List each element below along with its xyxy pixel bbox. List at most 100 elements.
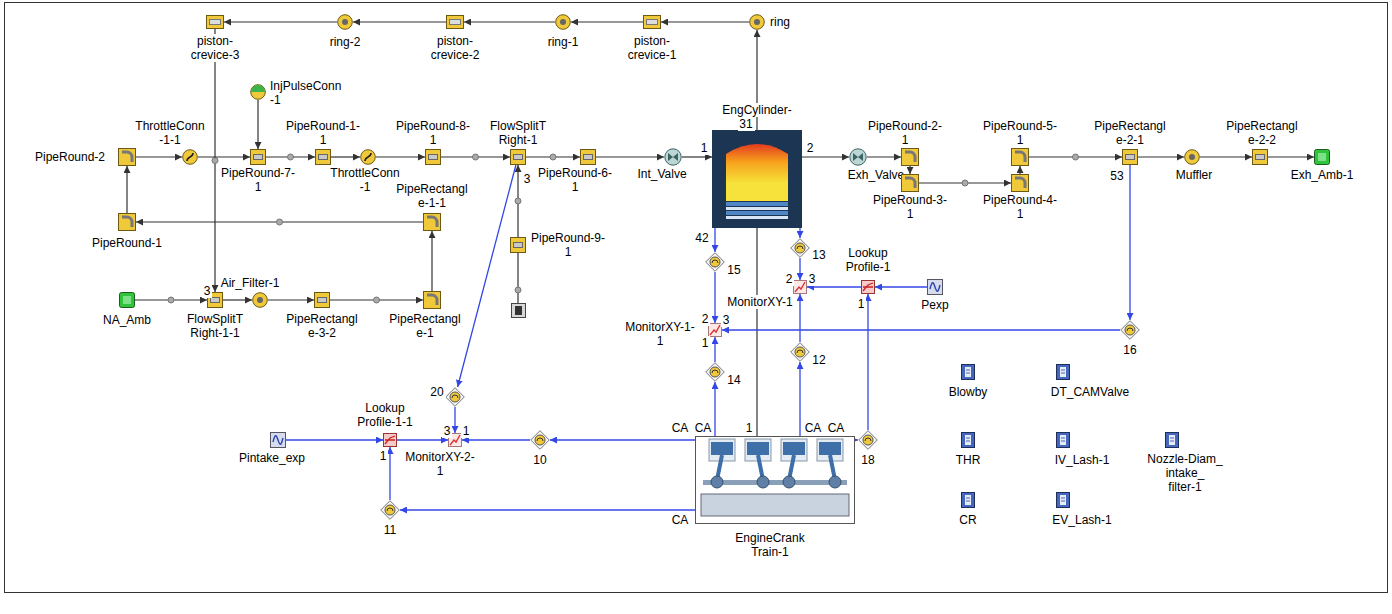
component-icon — [643, 15, 661, 29]
component-icon — [119, 292, 135, 308]
component-icon — [1314, 149, 1330, 165]
signal-wire — [454, 407, 455, 433]
pipe-joint-dot — [374, 297, 380, 303]
component-icon — [790, 238, 810, 258]
component-label: EV_Lash-1 — [1051, 513, 1114, 527]
monitor-xy: MonitorXY-1 — [793, 280, 807, 294]
component-icon — [425, 149, 441, 165]
component-icon — [1184, 149, 1200, 165]
component-icon — [530, 430, 550, 450]
pipe-bend: PipeRectangl e-1 — [423, 291, 441, 309]
orifice-icon: ring — [749, 14, 765, 30]
component-icon — [250, 149, 266, 165]
signal-wire — [855, 439, 858, 440]
component-label: Air_Filter-1 — [219, 276, 281, 290]
parameter-icon: THR — [961, 432, 975, 448]
pipe-component: PipeRectangl e-2-2 — [1252, 149, 1268, 165]
sensor-number: 14 — [726, 373, 743, 387]
valve-connection: Int_Valve — [664, 148, 682, 166]
throttle-connection: ThrottleConn -1-1 — [182, 149, 198, 165]
pipe-bend: PipeRound-5- 1 — [1011, 148, 1029, 166]
component-label: EngineCrank Train-1 — [734, 531, 807, 559]
flow-connection — [571, 21, 643, 22]
canvas-frame — [5, 3, 1388, 593]
component-icon — [858, 430, 878, 450]
flow-connection — [596, 156, 664, 157]
pipe-joint-dot — [277, 219, 283, 225]
component-label: IV_Lash-1 — [1053, 453, 1111, 467]
port-label: 1 — [856, 297, 866, 311]
component-label: Pexp — [920, 298, 951, 312]
component-label: EngCylinder- — [721, 103, 794, 117]
component-label: ThrottleConn -1-1 — [134, 119, 207, 147]
pipe-component: FlowSplitT Right-1 — [510, 149, 526, 165]
component-icon — [961, 492, 975, 508]
signal-wire — [799, 228, 800, 238]
pipe-bend: PipeRectangl e-1-1 — [423, 213, 441, 231]
component-icon — [1252, 149, 1268, 165]
port-label: CA — [826, 421, 846, 435]
component-label: MonitorXY-1 — [726, 295, 795, 309]
flow-connection — [1268, 156, 1314, 157]
port-label: 3 — [721, 313, 731, 327]
throttle-connection: ThrottleConn -1 — [360, 149, 376, 165]
ambient-boundary: Exh_Amb-1 — [1314, 149, 1330, 165]
sensor-number: 10 — [532, 453, 549, 467]
pipe-component: PipeRound-7- 1 — [250, 149, 266, 165]
sensor-connection: 11 — [380, 500, 400, 520]
component-label: Nozzle-Diam_ intake_ filter-1 — [1146, 452, 1225, 494]
component-icon — [1120, 320, 1140, 340]
parameter-icon: DT_CAMValve — [1056, 364, 1070, 380]
flow-connection — [268, 299, 314, 300]
parameter-icon: Nozzle-Diam_ intake_ filter-1 — [1165, 432, 1179, 448]
component-label: PipeRectangl e-1 — [388, 312, 463, 340]
pipe-bend: PipeRound-2- 1 — [901, 148, 919, 166]
component-icon — [580, 149, 596, 165]
sensor-number: 16 — [1122, 343, 1139, 357]
component-label: InjPulseConn -1 — [270, 79, 345, 107]
crevice-pipe: piston- crevice-3 — [206, 15, 224, 29]
pipe-joint-dot — [550, 154, 556, 160]
flow-connection — [223, 299, 252, 300]
crevice-pipe: piston- crevice-1 — [643, 15, 661, 29]
port-label: 2 — [784, 272, 794, 286]
component-icon — [712, 130, 802, 228]
component-label: MonitorXY-2- 1 — [404, 450, 477, 478]
sensor-connection: 10 — [530, 430, 550, 450]
orifice-icon: ring-2 — [337, 14, 353, 30]
sensor-connection: 14 — [705, 362, 725, 382]
component-icon — [708, 323, 722, 337]
engine-cylinder: EngCylinder- — [712, 130, 802, 228]
flow-connection — [1019, 166, 1020, 174]
signal-wire — [714, 272, 715, 323]
component-icon — [1165, 432, 1179, 448]
component-label: Exh_Amb-1 — [1289, 168, 1355, 182]
component-icon — [252, 292, 268, 308]
flow-connection — [661, 21, 749, 22]
component-label: piston- crevice-3 — [189, 34, 241, 62]
component-icon — [705, 362, 725, 382]
pipe-bend: PipeRound-3- 1 — [901, 174, 919, 192]
component-icon — [555, 14, 571, 30]
component-icon — [446, 15, 464, 29]
component-icon — [118, 148, 136, 166]
component-label: Exh_Valve — [846, 168, 906, 182]
component-icon — [961, 364, 975, 380]
signal-wire — [397, 439, 448, 440]
component-icon — [206, 15, 224, 29]
flow-connection — [756, 228, 757, 436]
signal-generator: Pintake_exp — [270, 432, 286, 448]
sensor-number: 20 — [429, 385, 446, 399]
sensor-connection: 18 — [858, 430, 878, 450]
parameter-icon: EV_Lash-1 — [1056, 492, 1070, 508]
component-label: ring-2 — [328, 35, 362, 49]
pipe-component: PipeRectangl e-2-1 — [1122, 149, 1138, 165]
component-label: PipeRound-8- 1 — [394, 119, 472, 147]
component-label: MonitorXY-1- 1 — [624, 320, 697, 348]
component-icon — [1056, 364, 1070, 380]
component-label: PipeRectangl e-1-1 — [395, 182, 470, 210]
port-label: CA — [670, 421, 690, 435]
sensor-number: 11 — [382, 523, 398, 537]
pipe-joint-dot — [1073, 154, 1079, 160]
